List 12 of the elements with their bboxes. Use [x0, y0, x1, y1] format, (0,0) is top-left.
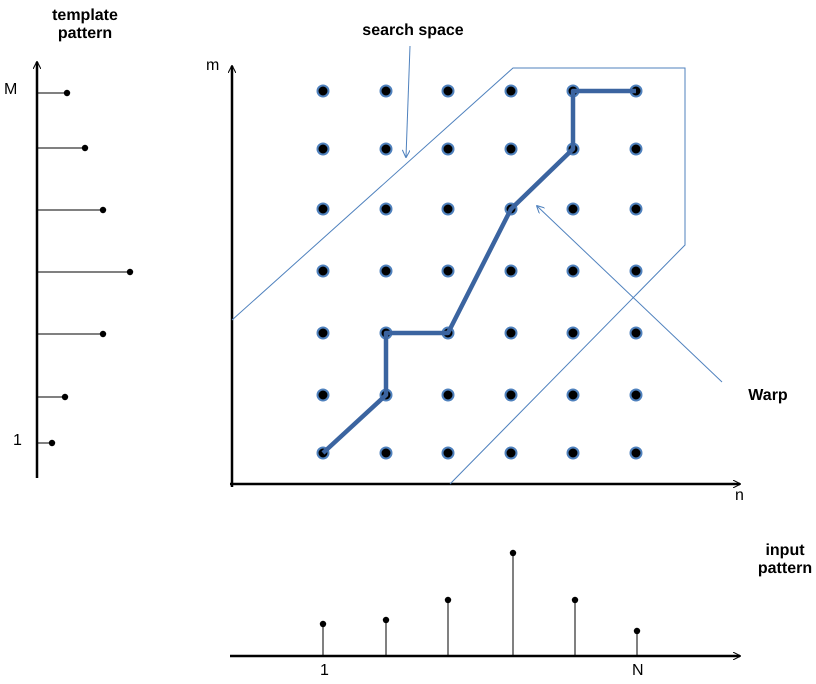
tick-label: 1: [13, 432, 22, 450]
axis-label: M: [4, 81, 18, 100]
axis-label: m: [206, 57, 220, 76]
callout-text: Warp: [738, 387, 798, 406]
leader-arrow: [536, 204, 722, 382]
axis-title: template pattern: [51, 7, 119, 44]
tick-label: 1: [320, 662, 329, 680]
axis-label: n: [735, 487, 744, 506]
tick-label: N: [632, 662, 644, 680]
axis-title: input pattern: [756, 542, 814, 579]
leader-arrow: [402, 46, 411, 158]
callout-text: search space: [343, 22, 483, 40]
